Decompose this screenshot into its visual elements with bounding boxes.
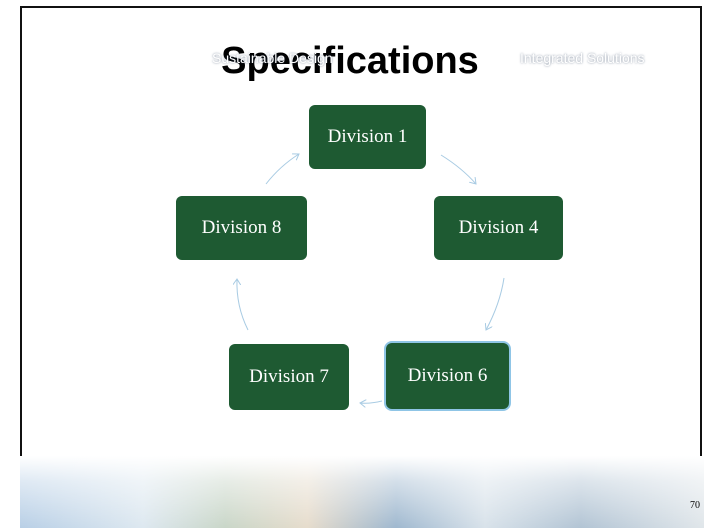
footer-right-text: Integrated Solutions [520,50,645,66]
node-division-7[interactable]: Division 7 [229,344,349,410]
arrow-6-to-7 [360,401,383,403]
node-division-1[interactable]: Division 1 [309,105,426,169]
footer-banner [20,456,704,528]
node-division-4[interactable]: Division 4 [434,196,563,260]
footer-fade [20,456,704,528]
arrow-7-to-8 [237,279,249,331]
node-division-6[interactable]: Division 6 [386,343,509,409]
arrow-8-to-1 [265,154,299,185]
slide-title: Specifications [221,40,479,82]
node-division-8[interactable]: Division 8 [176,196,307,260]
arrow-1-to-4 [440,154,476,184]
arrow-4-to-6 [486,277,505,330]
footer-left-text: Sustainable Design [212,50,333,66]
slide-frame [20,6,702,526]
page-number: 70 [690,500,700,511]
